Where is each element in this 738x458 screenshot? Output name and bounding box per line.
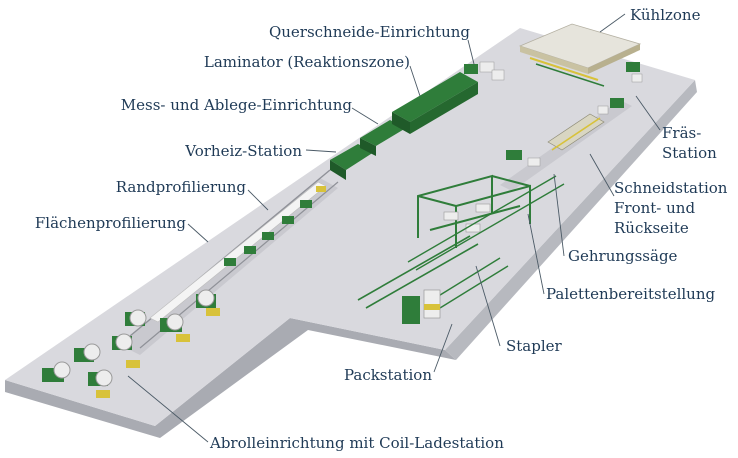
leader-palettenbereitstellung	[527, 213, 545, 295]
laminator-section	[330, 61, 505, 180]
vorheiz-station	[330, 144, 374, 170]
coil-yellow	[176, 334, 190, 342]
querschneide-white	[479, 61, 495, 73]
laminator	[392, 72, 478, 122]
conveyor-rail	[407, 175, 557, 263]
label-fraes-line1: Fräs-	[662, 124, 701, 142]
stapler-yellow	[424, 304, 440, 310]
label-fraes-line2: Station	[662, 144, 717, 162]
vorheiz-station-side	[330, 160, 346, 180]
leader-kuehlzone	[599, 13, 626, 33]
packstation-frame	[402, 296, 420, 324]
leader-querschneide	[467, 39, 475, 65]
pallet	[475, 203, 491, 213]
profiling-block	[244, 246, 256, 254]
leader-randprofilierung	[247, 189, 269, 211]
leader-schneid	[589, 153, 615, 197]
label-laminator: Laminator (Reaktionszone)	[204, 53, 410, 71]
leader-vorheiz	[305, 149, 337, 153]
conveyor-rail	[365, 243, 479, 309]
coil-yellow	[126, 360, 140, 368]
coil-stations	[42, 289, 220, 398]
label-mess-ablege: Mess- und Ablege-Einrichtung	[121, 96, 353, 114]
coil	[83, 343, 101, 361]
fraes-unit	[610, 98, 624, 108]
mess-ablege	[360, 120, 406, 146]
profiling-stations	[224, 186, 326, 266]
label-vorheiz: Vorheiz-Station	[184, 142, 302, 160]
laminator-side	[392, 112, 410, 134]
cooling-unit	[626, 62, 640, 72]
gantry-beam	[417, 195, 457, 207]
coil	[115, 333, 133, 351]
profiling-block	[282, 216, 294, 224]
label-stapler: Stapler	[506, 337, 563, 355]
gantry-beam	[491, 175, 531, 187]
profiling-block	[224, 258, 236, 266]
coil	[53, 361, 71, 379]
label-schneid-line3: Rückseite	[614, 219, 689, 237]
label-schneid-line2: Front- und	[614, 199, 695, 217]
conveyor-rail	[431, 257, 501, 301]
gantry-frame	[417, 174, 493, 238]
coil	[166, 313, 184, 331]
leader-lines	[127, 13, 661, 443]
cooling-zone	[518, 23, 643, 87]
profiling-block	[300, 200, 312, 208]
label-gehrungssaege: Gehrungssäge	[568, 247, 678, 265]
profiling-yellow	[316, 186, 326, 192]
pallet	[443, 211, 459, 221]
leader-abrolleinrichtung	[127, 375, 209, 443]
conveyor-rail	[357, 235, 471, 301]
querschneide	[464, 64, 478, 74]
gantry-beam	[429, 205, 521, 231]
cooling-rail	[535, 63, 605, 87]
coil	[129, 309, 147, 327]
conveyor-rail	[415, 183, 565, 271]
profiling-block	[262, 232, 274, 240]
coil	[197, 289, 215, 307]
labels: Querschneide-Einrichtung Kühlzone Lamina…	[35, 6, 728, 452]
cooling-unit	[631, 73, 643, 83]
cooling-zone-front	[520, 46, 588, 74]
return-line	[500, 98, 632, 191]
label-schneid-line1: Schneidstation	[614, 179, 728, 197]
packing-area	[402, 289, 441, 324]
laminator-front	[410, 82, 478, 134]
floor-edge	[5, 318, 456, 438]
leader-stapler	[475, 265, 501, 347]
label-querschneide: Querschneide-Einrichtung	[269, 23, 470, 41]
leader-laminator	[409, 65, 421, 97]
conveyor-rail	[439, 265, 509, 309]
leader-gehrungssaege	[553, 173, 565, 257]
palletizing-area	[357, 174, 565, 309]
label-packstation: Packstation	[344, 366, 432, 384]
label-flaechenprofilierung: Flächenprofilierung	[35, 214, 187, 232]
leader-mess-ablege	[351, 107, 379, 125]
pallet	[465, 223, 481, 233]
leader-fraes	[635, 95, 661, 131]
gantry-frame	[455, 184, 531, 248]
mess-ablege-side	[360, 138, 376, 156]
cooling-zone-side	[588, 44, 640, 74]
leader-packstation	[433, 323, 453, 373]
label-kuehlzone: Kühlzone	[630, 6, 701, 24]
coil-yellow	[206, 308, 220, 316]
gehrungssaege-unit	[527, 157, 541, 167]
fraes-unit-white	[597, 105, 609, 115]
label-abrolleinrichtung: Abrolleinrichtung mit Coil-Ladestation	[209, 434, 504, 452]
schneid-rail	[551, 117, 601, 151]
label-randprofilierung: Randprofilierung	[116, 178, 247, 196]
gehrungssaege-unit	[506, 150, 522, 160]
floor-edge-right	[445, 80, 697, 360]
querschneide-white	[491, 69, 505, 81]
label-palettenbereitstellung: Palettenbereitstellung	[546, 285, 715, 303]
cooling-rail	[529, 57, 599, 81]
coil	[95, 369, 113, 387]
leader-flaechenprofilierung	[187, 223, 209, 243]
coil-yellow	[96, 390, 110, 398]
